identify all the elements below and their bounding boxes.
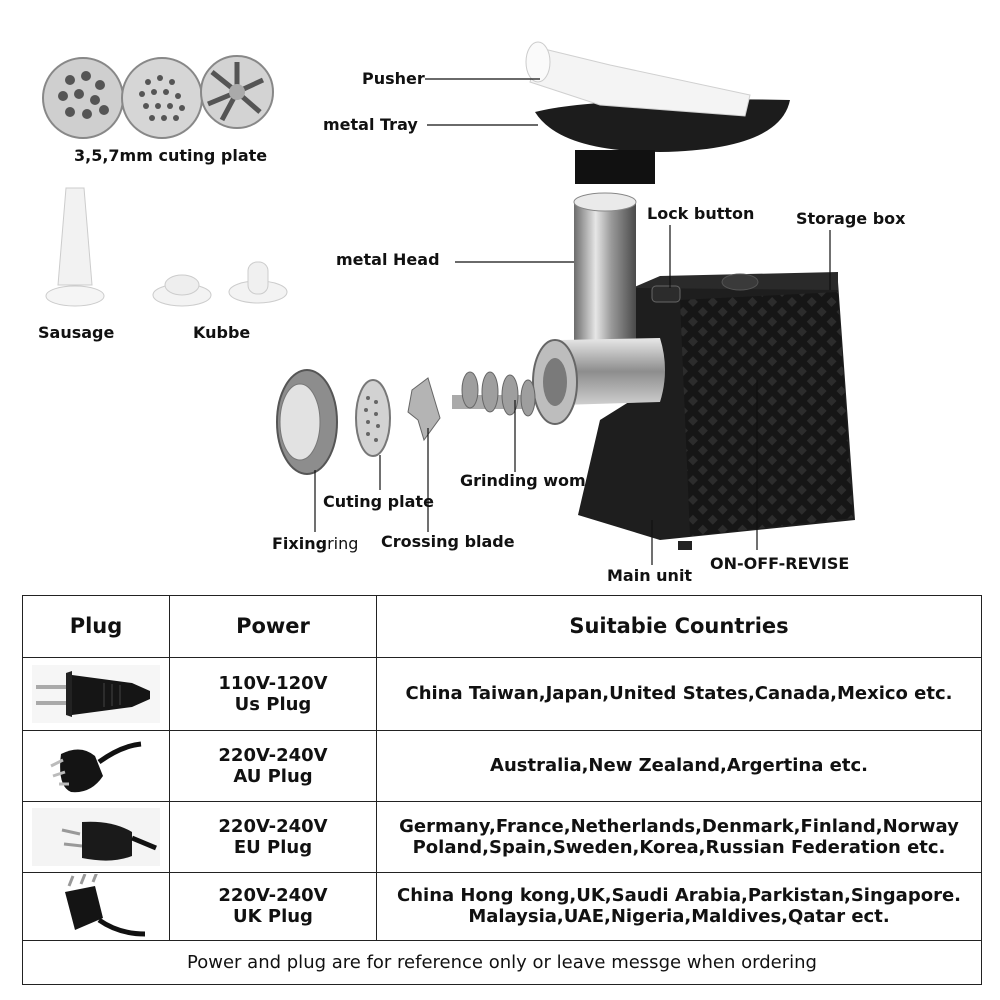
header-countries: Suitabie Countries: [376, 595, 982, 658]
metal-tray-icon: [535, 99, 790, 184]
grinding-worm-icon: [452, 371, 536, 417]
eu-plug-icon: [22, 800, 170, 873]
sausage-attachment-icon: [45, 187, 105, 307]
power-plug-type: Us Plug: [234, 693, 312, 715]
cutting-plate-icon: [355, 379, 391, 457]
footer-note: Power and plug are for reference only or…: [22, 940, 982, 985]
product-diagram: Pusher metal Tray 3,5,7mm cuting plate L…: [38, 41, 906, 585]
header-power: Power: [169, 595, 377, 658]
pusher-icon: [525, 41, 751, 117]
crossing-blade-label: Crossing blade: [381, 532, 515, 551]
ring-word: ring: [327, 534, 359, 553]
countries-text-line1: China Hong kong,UK,Saudi Arabia,Parkista…: [397, 885, 961, 907]
power-voltage: 220V-240V: [218, 885, 328, 907]
countries-text-line2: Malaysia,UAE,Nigeria,Maldives,Qatar ect.: [468, 906, 890, 928]
metal-head-label: metal Head: [336, 250, 440, 269]
cutting-plate-label: Cuting plate: [323, 492, 434, 511]
leader-lines: [314, 78, 831, 565]
storage-box-label: Storage box: [796, 209, 906, 228]
countries-text: China Taiwan,Japan,United States,Canada,…: [405, 683, 953, 705]
power-plug-type: AU Plug: [233, 765, 313, 787]
metal-tray-label: metal Tray: [323, 115, 418, 134]
uk-plug-icon: [22, 871, 170, 942]
fixing-ring-icon: [276, 369, 338, 475]
meat-grinder-illustration: [42, 41, 855, 565]
crossing-blade-icon: [407, 377, 441, 442]
power-plug-type: UK Plug: [233, 906, 313, 928]
us-plug-icon: [22, 656, 170, 731]
table-header-row: Plug Power Suitabie Countries: [22, 595, 982, 658]
au-plug-icon: [22, 729, 170, 802]
main-unit-label: Main unit: [607, 566, 693, 585]
power-plug-type: EU Plug: [233, 836, 313, 858]
power-voltage: 220V-240V: [218, 815, 328, 837]
countries-text: Australia,New Zealand,Argertina etc.: [490, 755, 868, 777]
on-off-revise-label: ON-OFF-REVISE: [710, 554, 850, 573]
kubbe-label: Kubbe: [193, 323, 251, 342]
power-voltage: 220V-240V: [218, 744, 328, 766]
countries-text-line2: Poland,Spain,Sweden,Korea,Russian Federa…: [412, 836, 946, 858]
power-voltage: 110V-120V: [218, 672, 328, 694]
header-plug: Plug: [22, 595, 170, 658]
table-footer-row: Power and plug are for reference only or…: [22, 940, 982, 985]
kubbe-attachment-icon: [152, 261, 288, 307]
metal-head-icon: [532, 192, 665, 425]
cutting-plates-label: 3,5,7mm cuting plate: [74, 146, 268, 165]
lock-button-label: Lock button: [647, 204, 755, 223]
sausage-label: Sausage: [38, 323, 115, 342]
fixing-ring-label: Fixingring: [272, 534, 358, 553]
pusher-label: Pusher: [362, 69, 425, 88]
fixing-word: Fixing: [272, 534, 328, 553]
countries-text-line1: Germany,France,Netherlands,Denmark,Finla…: [399, 815, 959, 837]
grinding-worm-label: Grinding wom: [460, 471, 586, 490]
cutting-plates-icon: [42, 55, 274, 139]
